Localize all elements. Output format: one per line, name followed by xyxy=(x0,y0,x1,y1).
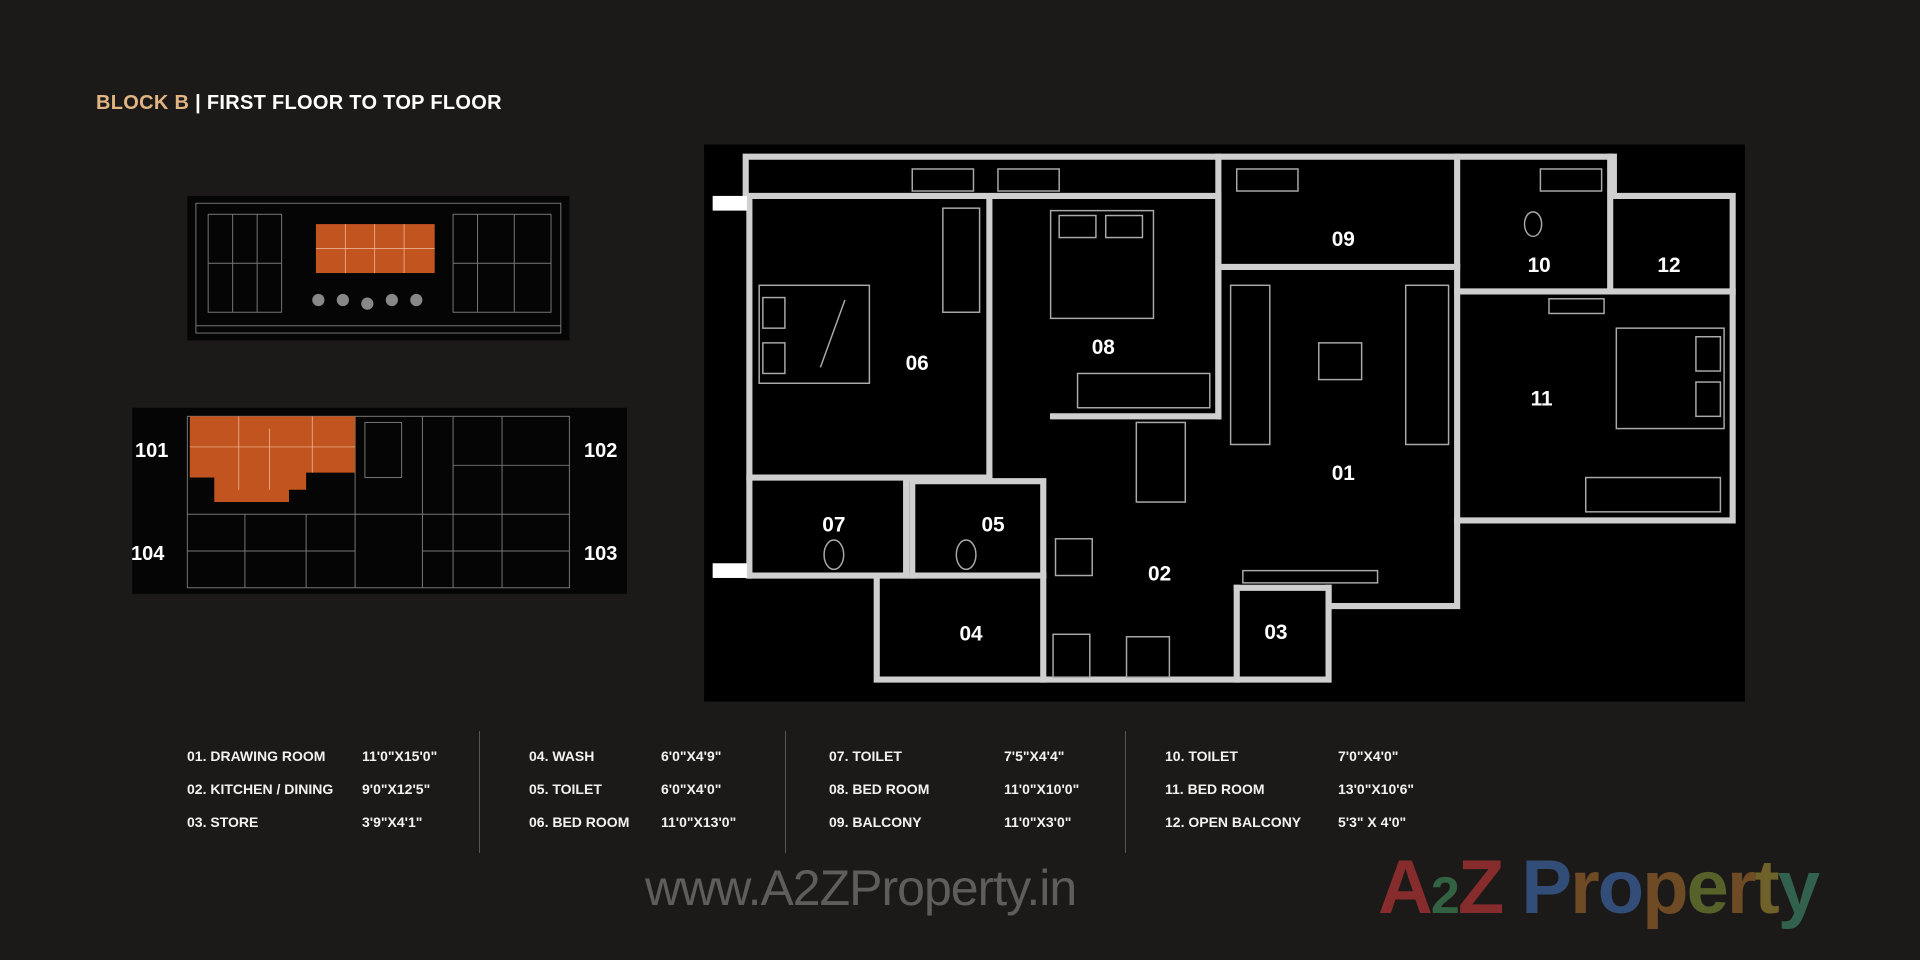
unit-label-103: 103 xyxy=(584,543,618,565)
room-label-11: 11 xyxy=(1531,387,1553,410)
legend-size: 3'9"X4'1" xyxy=(362,814,423,830)
room-label-09: 09 xyxy=(1332,228,1355,251)
room-label-04: 04 xyxy=(959,622,983,645)
unit-label-102: 102 xyxy=(584,440,618,462)
legend-name: 02. KITCHEN / DINING xyxy=(187,781,334,797)
legend-size: 11'0"X3'0" xyxy=(1004,814,1072,830)
block-key-plan xyxy=(132,407,627,594)
legend-name: 03. STORE xyxy=(187,814,259,830)
legend-name: 06. BED ROOM xyxy=(529,814,630,830)
legend-size: 11'0"X15'0" xyxy=(362,748,438,764)
legend-name: 08. BED ROOM xyxy=(829,781,930,797)
room-label-03: 03 xyxy=(1264,621,1287,644)
legend-size: 11'0"X10'0" xyxy=(1004,781,1080,797)
room-label-05: 05 xyxy=(981,513,1004,536)
legend-name: 10. TOILET xyxy=(1165,748,1238,764)
legend-name: 11. BED ROOM xyxy=(1165,781,1265,797)
unit-floor-plan: 01 02 03 04 05 06 07 08 09 10 11 12 xyxy=(704,144,1745,702)
room-label-12: 12 xyxy=(1657,254,1680,277)
legend-name: 09. BALCONY xyxy=(829,814,922,830)
legend-name: 04. WASH xyxy=(529,748,595,764)
room-label-06: 06 xyxy=(906,352,929,375)
divider xyxy=(479,731,480,853)
divider xyxy=(1125,731,1126,853)
legend-name: 07. TOILET xyxy=(829,748,902,764)
legend-size: 11'0"X13'0" xyxy=(661,814,737,830)
legend-size: 9'0"X12'5" xyxy=(362,781,431,797)
legend-name: 12. OPEN BALCONY xyxy=(1165,814,1302,830)
legend-size: 7'5"X4'4" xyxy=(1004,748,1065,764)
legend-name: 01. DRAWING ROOM xyxy=(187,748,326,764)
room-label-07: 07 xyxy=(822,513,845,536)
legend-name: 05. TOILET xyxy=(529,781,602,797)
unit-label-101: 101 xyxy=(135,440,169,462)
legend-size: 6'0"X4'0" xyxy=(661,781,722,797)
legend-size: 5'3" X 4'0" xyxy=(1338,814,1407,830)
legend-size: 7'0"X4'0" xyxy=(1338,748,1399,764)
divider xyxy=(785,731,786,853)
watermark-logo: A2Z Property xyxy=(1378,845,1820,930)
legend-size: 6'0"X4'9" xyxy=(661,748,722,764)
room-label-10: 10 xyxy=(1528,254,1551,277)
page-title: BLOCK B | FIRST FLOOR TO TOP FLOOR xyxy=(96,92,502,114)
legend-size: 13'0"X10'6" xyxy=(1338,781,1414,797)
room-label-08: 08 xyxy=(1092,336,1115,359)
room-label-01: 01 xyxy=(1332,462,1355,485)
unit-label-104: 104 xyxy=(131,543,165,565)
site-key-plan xyxy=(187,195,570,341)
watermark-url: www.A2ZProperty.in xyxy=(645,860,1077,916)
room-label-02: 02 xyxy=(1148,562,1171,585)
